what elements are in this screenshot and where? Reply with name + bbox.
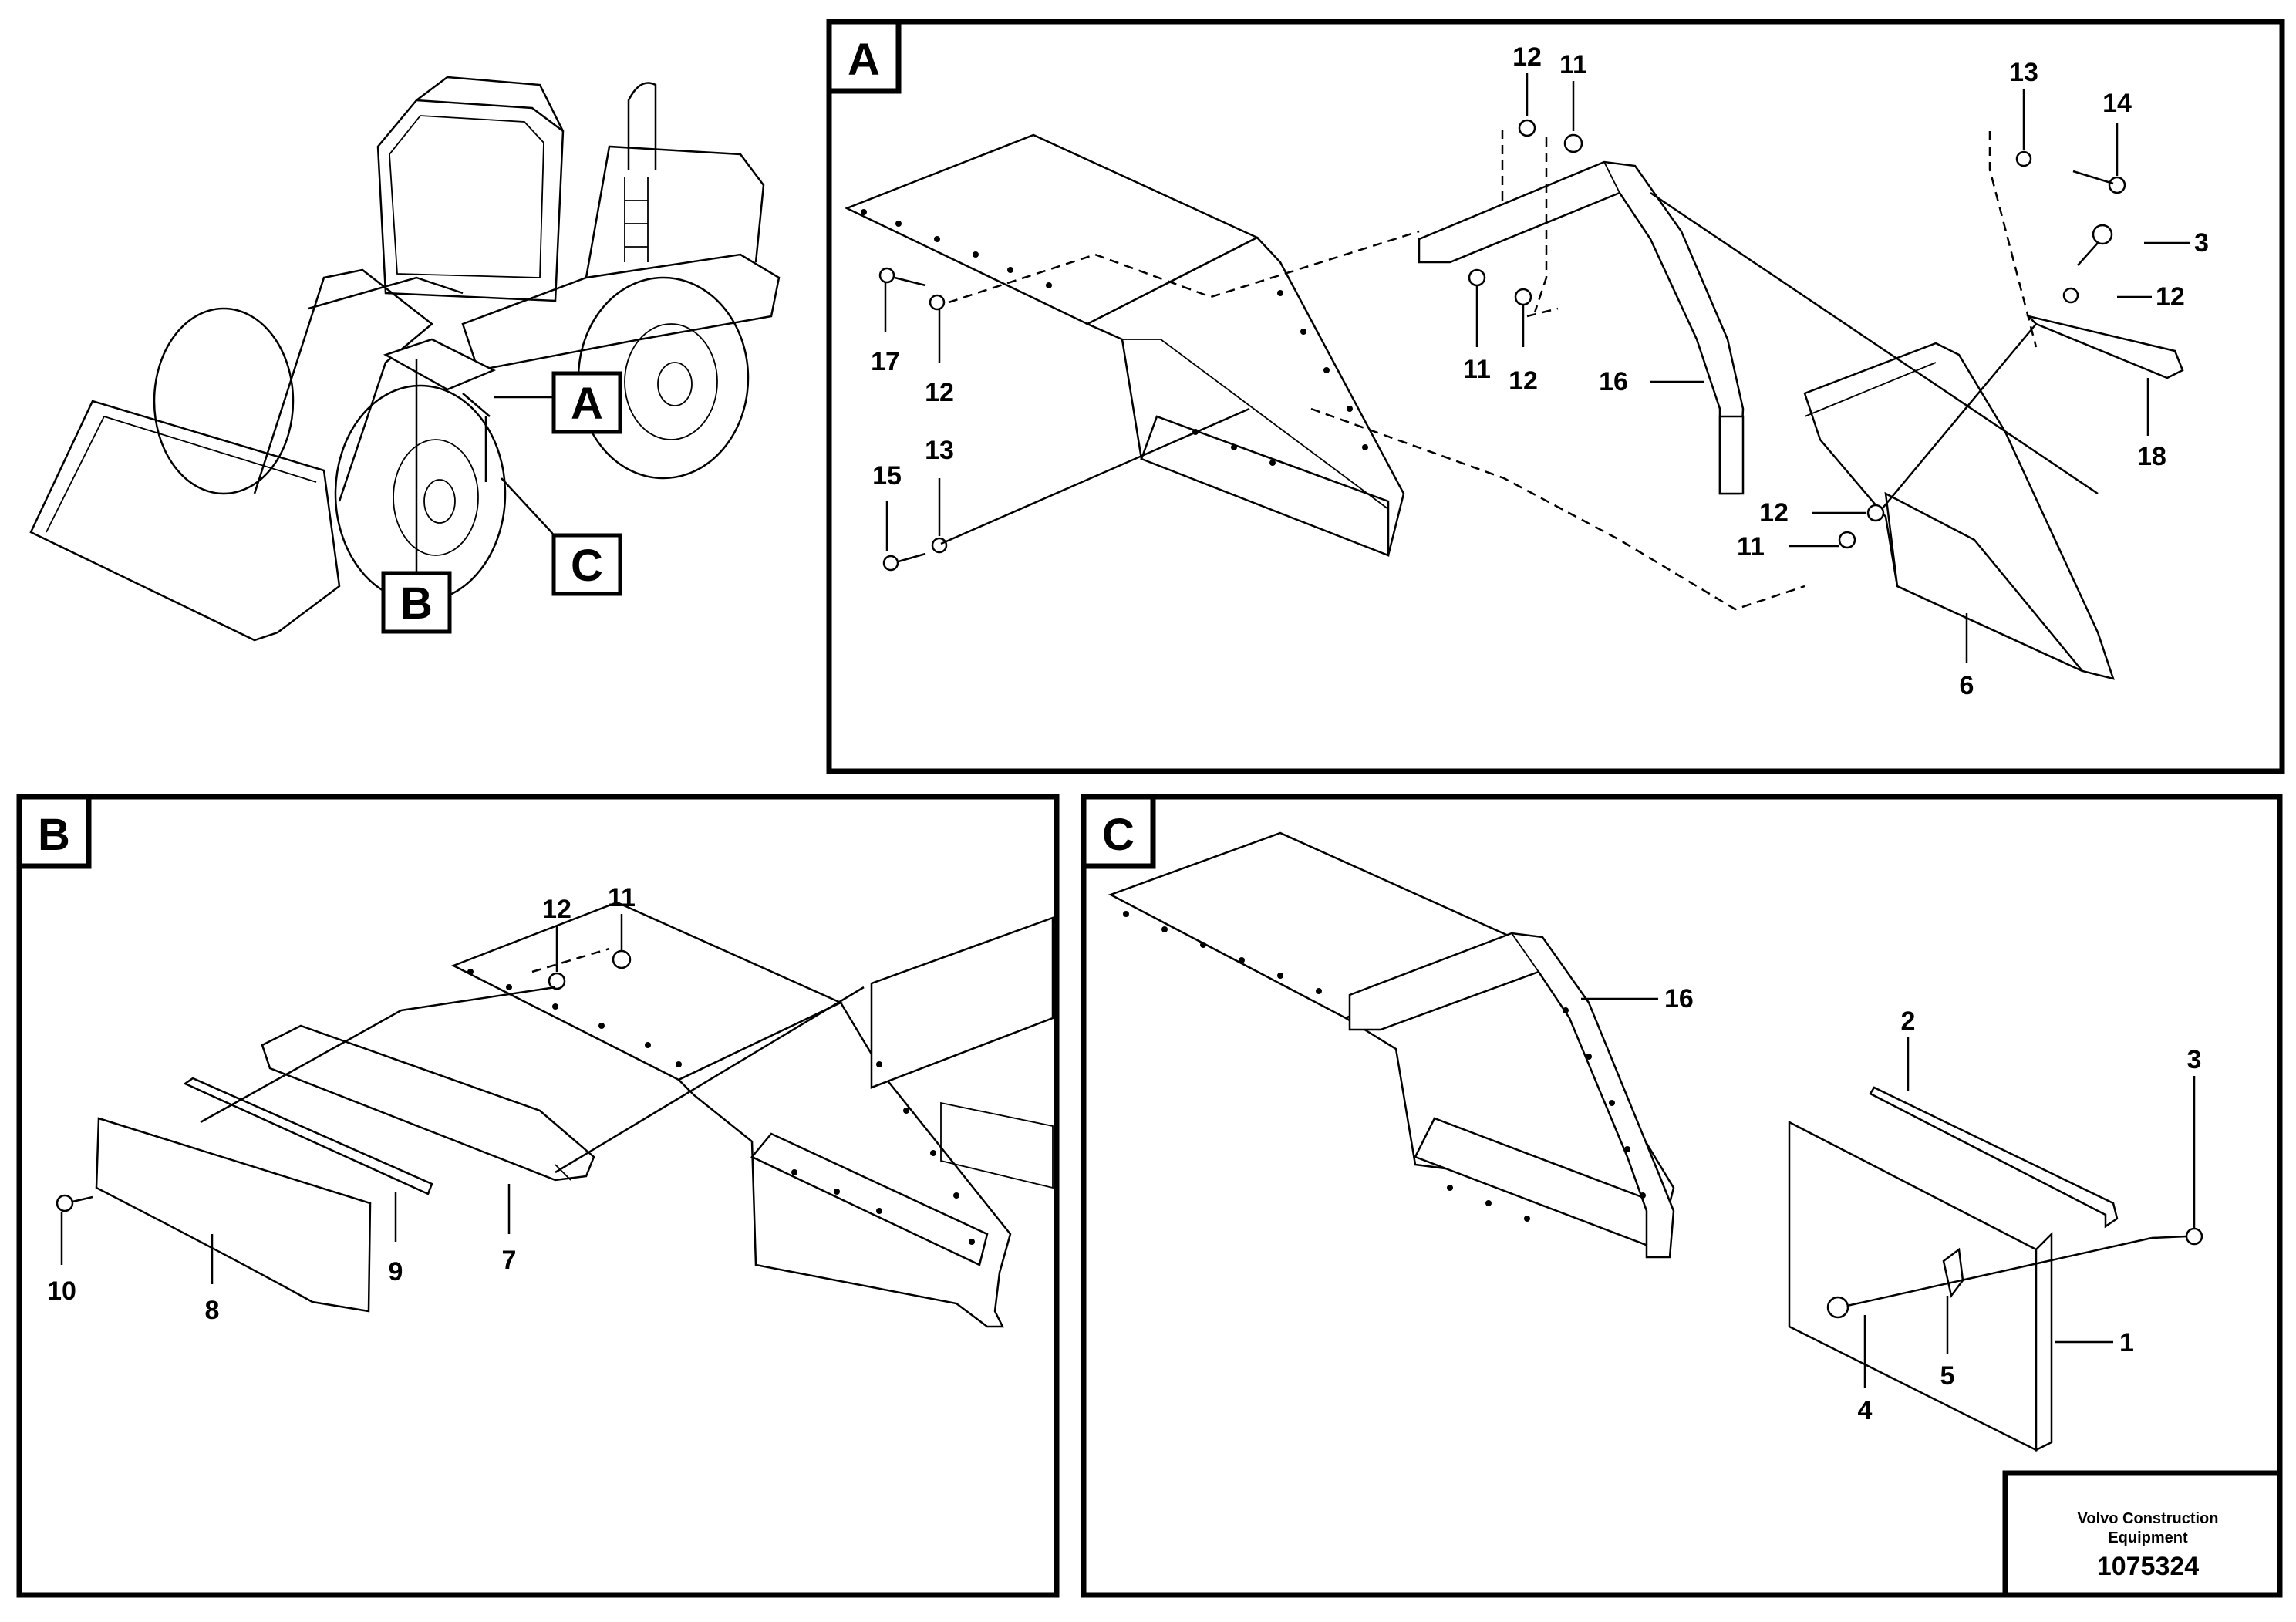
title-block: Volvo Construction Equipment 1075324 <box>2078 1510 2219 1581</box>
callout-a-4: 14 <box>2102 89 2132 118</box>
callout-a-14: 13 <box>925 436 954 465</box>
panel-c-label: C <box>1102 810 1135 860</box>
callout-c-1: 16 <box>1664 984 1694 1013</box>
callout-a-1: 12 <box>1512 42 1542 72</box>
company-name-line1: Volvo Construction <box>2078 1510 2219 1527</box>
svg-text:B: B <box>400 578 433 629</box>
company-name-line2: Equipment <box>2108 1529 2188 1546</box>
panel-c: C 16 2 <box>1081 794 2283 1598</box>
callout-b-5: 7 <box>502 1246 517 1275</box>
callout-c-3: 3 <box>2187 1045 2202 1074</box>
callout-a-7: 17 <box>871 347 900 376</box>
svg-text:C: C <box>571 541 603 591</box>
callout-a-2: 11 <box>1559 50 1587 79</box>
callout-b-6: 8 <box>205 1296 220 1325</box>
callout-a-5: 3 <box>2194 228 2209 258</box>
callout-c-5: 5 <box>1940 1361 1955 1391</box>
callout-a-13: 15 <box>872 461 902 491</box>
callout-a-9: 11 <box>1463 355 1491 384</box>
callout-a-6: 12 <box>2156 282 2185 312</box>
svg-text:A: A <box>571 379 603 429</box>
tag-a[interactable]: A <box>551 371 622 434</box>
callout-b-2: 11 <box>608 883 636 912</box>
tag-c[interactable]: C <box>551 533 622 596</box>
callout-a-11: 16 <box>1599 367 1628 396</box>
callout-a-12: 18 <box>2137 442 2166 471</box>
leader-c <box>501 477 552 533</box>
panel-b: B <box>16 794 1060 1598</box>
callout-a-3: 13 <box>2009 58 2038 87</box>
callout-a-10: 12 <box>1509 366 1538 396</box>
callout-a-17: 6 <box>1960 671 1974 700</box>
callout-c-4: 1 <box>2119 1328 2134 1357</box>
panel-a-label: A <box>848 35 880 85</box>
panel-b-label: B <box>38 810 70 860</box>
document-number: 1075324 <box>2097 1552 2199 1581</box>
callout-a-8: 12 <box>925 378 954 407</box>
callout-a-15: 12 <box>1759 498 1789 528</box>
tag-b[interactable]: B <box>381 571 452 634</box>
callout-c-6: 4 <box>1858 1396 1873 1425</box>
callout-b-3: 10 <box>47 1276 76 1306</box>
callout-a-16: 11 <box>1737 532 1765 561</box>
callout-b-4: 9 <box>389 1257 403 1286</box>
callout-b-1: 12 <box>542 895 571 924</box>
wheel-loader-overview <box>29 76 781 642</box>
panel-a: A <box>826 19 2285 774</box>
callout-c-2: 2 <box>1901 1007 1916 1036</box>
